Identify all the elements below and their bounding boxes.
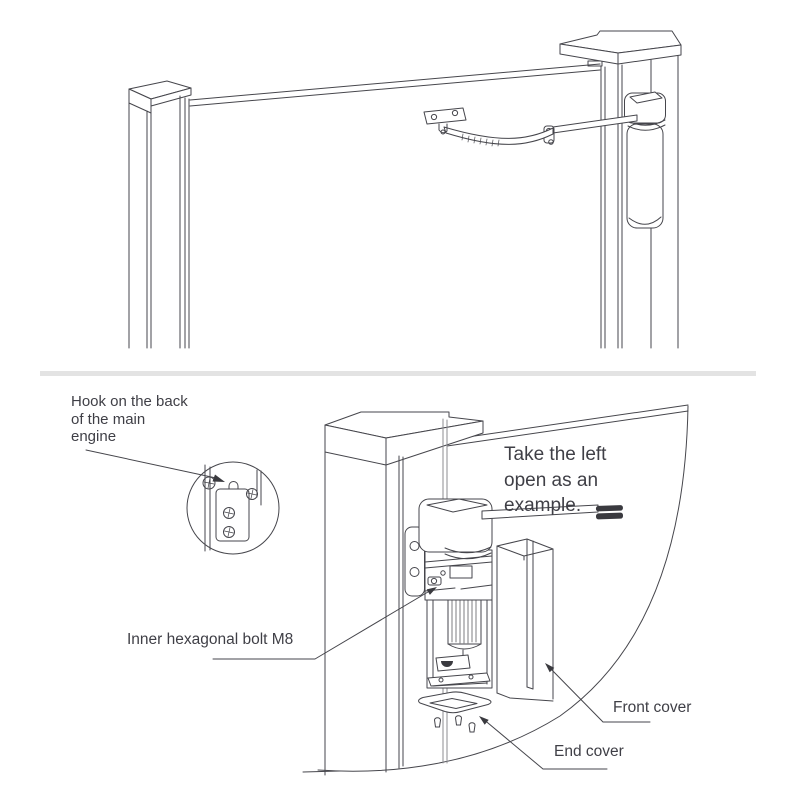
door-left-edge: [184, 97, 190, 349]
clamp-block: [435, 654, 471, 672]
front-cover: [496, 538, 554, 702]
engine-arm: [481, 504, 624, 520]
main-engine: [418, 498, 624, 689]
example-note-label: Take the left open as an example.: [504, 444, 607, 517]
bolt-leader-line: [212, 587, 437, 660]
opener-straight-arm: [552, 114, 638, 134]
base-plate: [427, 672, 491, 687]
top-illustration: [128, 30, 682, 349]
left-post: [128, 80, 192, 349]
hook-note-label: Hook on the back of the main engine: [71, 393, 188, 446]
door-bracket-plate: [423, 107, 467, 135]
panel-divider: [40, 371, 756, 376]
hook-leader-line: [85, 449, 225, 482]
front-cover-leader-line: [545, 663, 651, 723]
motor-cylinder: [447, 597, 482, 661]
bottom-illustration: [85, 404, 689, 776]
gear-body: [424, 549, 493, 601]
hook-detail-magnifier: [186, 461, 280, 555]
door-swing-arc: [302, 405, 689, 773]
opener-curved-arm: [443, 126, 554, 147]
hex-bolt-m8: [427, 576, 442, 586]
screw-icon: [202, 476, 258, 538]
end-cover: [418, 691, 492, 733]
bolt-label: Inner hexagonal bolt M8: [127, 631, 294, 648]
right-post: [559, 30, 682, 349]
opener-motor-unit: [624, 91, 666, 229]
end-cover-screws: [434, 715, 476, 733]
end-cover-label: End cover: [554, 743, 624, 760]
door-top-rail: [189, 60, 603, 107]
end-cover-leader-line: [479, 716, 608, 770]
engine-head: [418, 498, 493, 560]
front-cover-label: Front cover: [613, 699, 692, 716]
hinge-post: [324, 411, 484, 776]
hook-notch: [228, 481, 239, 490]
